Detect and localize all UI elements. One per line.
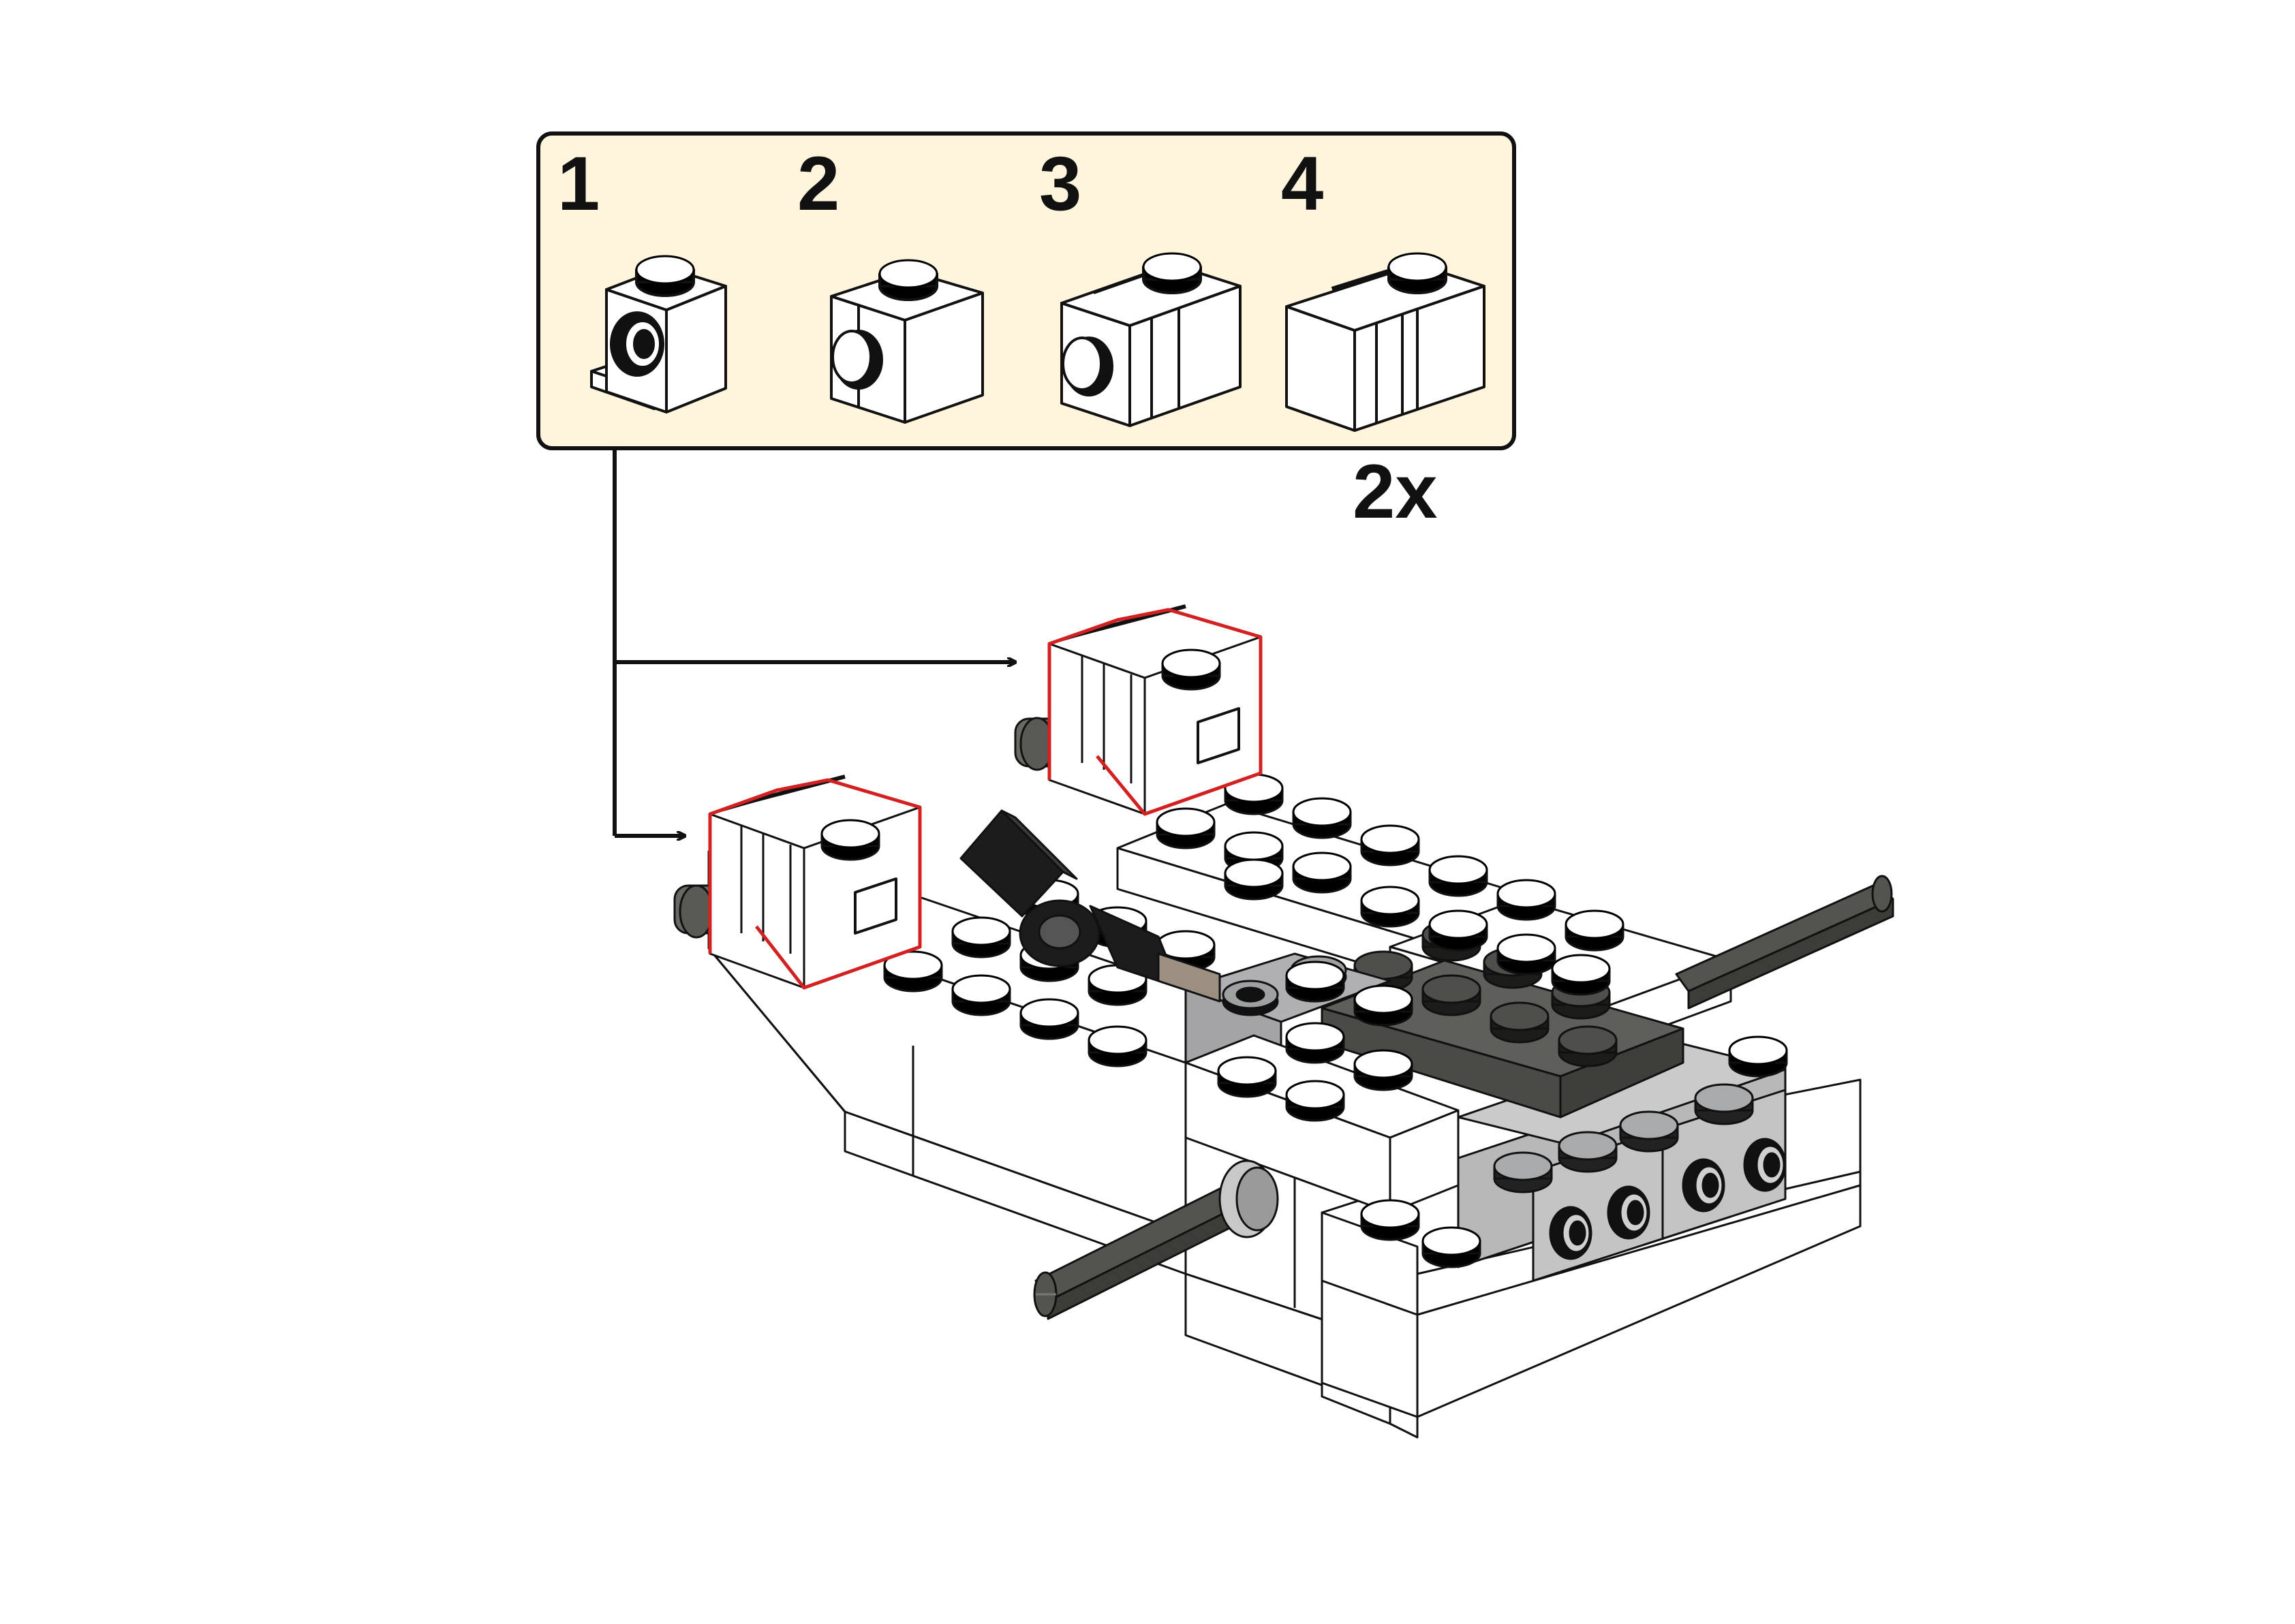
dark-gray-plate [1321,920,1684,1119]
rear-axle [1675,875,1894,1010]
step-1-part-icon [590,255,727,413]
new-brick-right [1047,604,1263,816]
step-3-part-icon [1060,252,1242,427]
step-4-part-icon [1285,252,1485,432]
new-brick-left [708,775,922,990]
step-number-3: 3 [1039,141,1081,226]
step-2-part-icon [830,259,984,424]
multiplier-label: 2x [1353,449,1438,534]
new-brick-right-outline [1047,608,1263,816]
front-axle [1033,1159,1279,1320]
step-number-1: 1 [557,141,600,226]
substep-panel: 1 2 3 4 [536,131,1516,450]
step-number-2: 2 [797,141,840,226]
center-white-brick [1184,961,1460,1214]
substep-panel-box [536,131,1516,450]
new-brick-left-outline [708,778,922,990]
callout-arrows [613,448,1015,836]
black-connector [959,809,1221,1003]
step-number-4: 4 [1281,141,1323,226]
